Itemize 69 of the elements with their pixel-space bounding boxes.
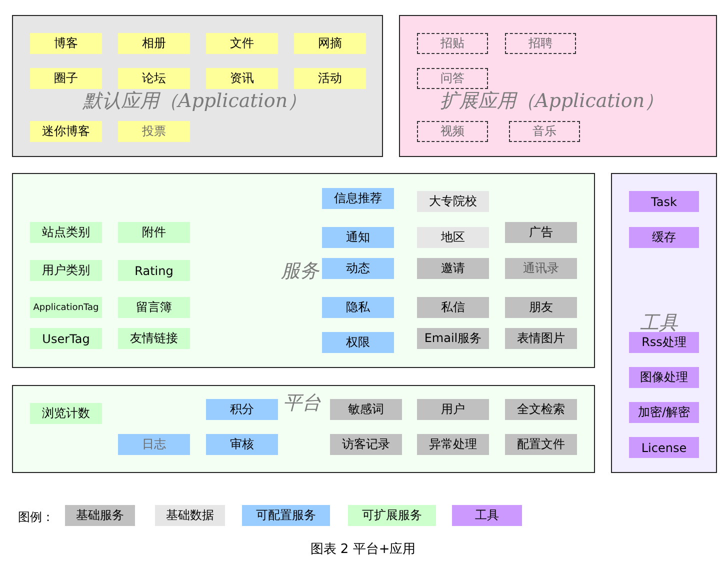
module-box: Rss处理 <box>629 332 699 353</box>
module-box: 配置文件 <box>505 434 577 455</box>
group-panel <box>12 15 383 157</box>
legend-swatch: 基础数据 <box>155 505 225 526</box>
figure-caption: 图表 2 平台+应用 <box>309 541 417 558</box>
module-box: UserTag <box>30 328 102 349</box>
module-box: 缓存 <box>629 227 699 248</box>
module-box: 动态 <box>322 258 394 279</box>
legend-swatch: 可扩展服务 <box>348 505 436 526</box>
module-box: 日志 <box>118 434 190 455</box>
module-box: 活动 <box>294 68 366 89</box>
module-box: 信息推荐 <box>322 188 394 209</box>
panel-title: 服务 <box>281 259 319 284</box>
legend-title: 图例： <box>18 509 54 526</box>
panel-title: 扩展应用（Application） <box>440 89 664 114</box>
module-box: 异常处理 <box>417 434 489 455</box>
module-box: 网摘 <box>294 33 366 54</box>
module-box: 招聘 <box>505 33 576 54</box>
module-box: License <box>629 437 699 458</box>
module-box: 表情图片 <box>505 328 577 349</box>
module-box: 全文检索 <box>505 399 577 420</box>
module-box: 积分 <box>206 399 278 420</box>
panel-title: 平台 <box>283 391 321 416</box>
module-box: 图像处理 <box>629 367 699 388</box>
module-box: 博客 <box>30 33 102 54</box>
module-box: 访客记录 <box>330 434 402 455</box>
module-box: 隐私 <box>322 297 394 318</box>
panel-title: 默认应用（Application） <box>83 89 307 114</box>
legend-swatch: 可配置服务 <box>242 505 330 526</box>
module-box: 音乐 <box>509 121 580 142</box>
group-panel <box>12 385 595 473</box>
module-box: 招贴 <box>417 33 488 54</box>
module-box: 圈子 <box>30 68 102 89</box>
module-box: 用户 <box>417 399 489 420</box>
module-box: 资讯 <box>206 68 278 89</box>
module-box: 权限 <box>322 332 394 353</box>
module-box: 浏览计数 <box>30 403 102 424</box>
module-box: Task <box>629 191 699 212</box>
group-panel <box>611 173 717 473</box>
module-box: 文件 <box>206 33 278 54</box>
module-box: 通讯录 <box>505 258 577 279</box>
module-box: 投票 <box>118 121 190 142</box>
module-box: ApplicationTag <box>30 297 102 318</box>
module-box: 用户类别 <box>30 260 102 281</box>
module-box: Rating <box>118 260 190 281</box>
module-box: 相册 <box>118 33 190 54</box>
module-box: Email服务 <box>417 328 489 349</box>
module-box: 通知 <box>322 227 394 248</box>
module-box: 论坛 <box>118 68 190 89</box>
legend-swatch: 工具 <box>452 505 522 526</box>
module-box: 邀请 <box>417 258 489 279</box>
module-box: 留言簿 <box>118 297 190 318</box>
module-box: 地区 <box>417 227 489 248</box>
module-box: 大专院校 <box>417 191 489 212</box>
module-box: 敏感词 <box>330 399 402 420</box>
module-box: 加密/解密 <box>629 402 699 423</box>
module-box: 视频 <box>417 121 488 142</box>
module-box: 朋友 <box>505 297 577 318</box>
module-box: 友情链接 <box>118 328 190 349</box>
module-box: 站点类别 <box>30 222 102 243</box>
group-panel <box>399 15 717 157</box>
module-box: 审核 <box>206 434 278 455</box>
legend-swatch: 基础服务 <box>65 505 135 526</box>
group-panel <box>12 173 595 368</box>
module-box: 私信 <box>417 297 489 318</box>
module-box: 迷你博客 <box>30 121 102 142</box>
module-box: 广告 <box>505 222 577 243</box>
module-box: 附件 <box>118 222 190 243</box>
module-box: 问答 <box>417 68 488 89</box>
